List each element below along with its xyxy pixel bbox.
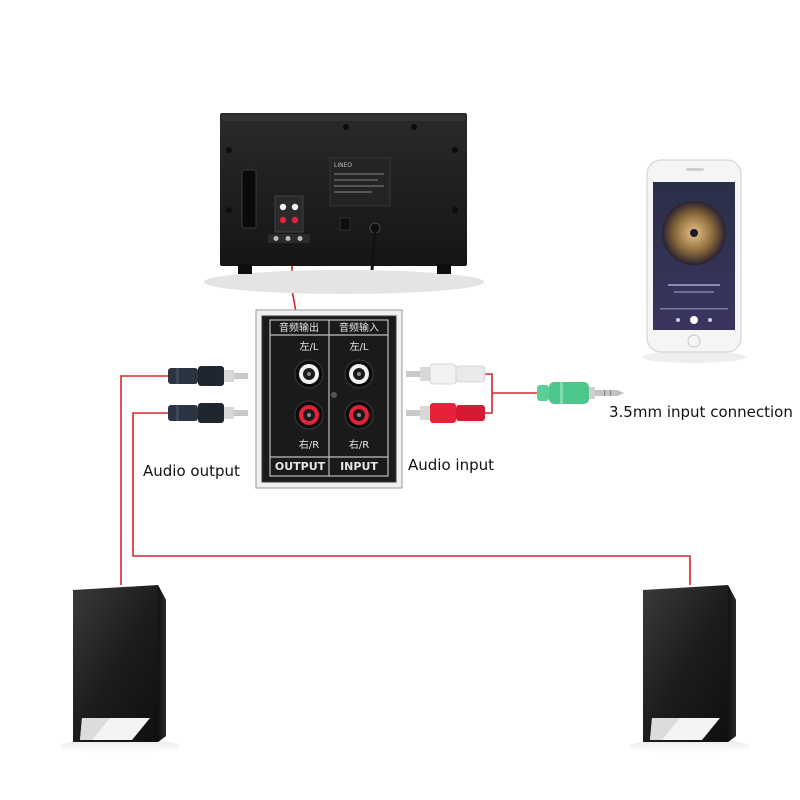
output-rca-plug-right <box>168 403 248 423</box>
cable-right-speaker <box>132 412 691 585</box>
power-switch-icon <box>339 217 351 231</box>
right-speaker <box>630 585 750 753</box>
audio-input-label: Audio input <box>408 456 494 474</box>
output-label: OUTPUT <box>275 460 326 473</box>
left-speaker <box>60 585 180 753</box>
output-rca-plug-left <box>168 366 248 386</box>
input-label: INPUT <box>340 460 378 473</box>
brand-label: LINEO <box>334 162 352 169</box>
output-left-label: 左/L <box>300 340 319 353</box>
cable-left-speaker <box>120 375 168 585</box>
smartphone <box>642 159 746 363</box>
output-title: 音频输出 <box>279 321 319 334</box>
cable-input-split <box>485 373 537 414</box>
input-title: 音频输入 <box>339 321 379 334</box>
output-left-jack <box>294 359 324 389</box>
output-right-label: 右/R <box>299 438 319 451</box>
input-rca-plug-white <box>406 363 486 385</box>
spec-label-plate <box>329 157 391 207</box>
input-left-jack <box>344 359 374 389</box>
input-right-jack <box>344 400 374 430</box>
power-cord-icon <box>370 231 377 271</box>
subwoofer: LINEO <box>204 113 484 294</box>
cable-lines <box>120 246 691 585</box>
input-left-label: 左/L <box>350 340 369 353</box>
home-button-icon <box>687 334 701 348</box>
bass-port-icon <box>241 169 257 229</box>
panel-screw-icon <box>331 392 337 398</box>
connection-panel: 音频输出 音频输入 左/L 左/L <box>255 309 403 489</box>
input-right-label: 右/R <box>349 438 369 451</box>
input-connection-label: 3.5mm input connection <box>609 403 793 421</box>
jack-35mm <box>537 382 624 404</box>
input-rca-plug-red <box>406 403 485 423</box>
play-icon <box>690 316 698 324</box>
audio-output-label: Audio output <box>143 462 240 480</box>
output-right-jack <box>294 400 324 430</box>
rear-jack-panel <box>274 195 304 233</box>
